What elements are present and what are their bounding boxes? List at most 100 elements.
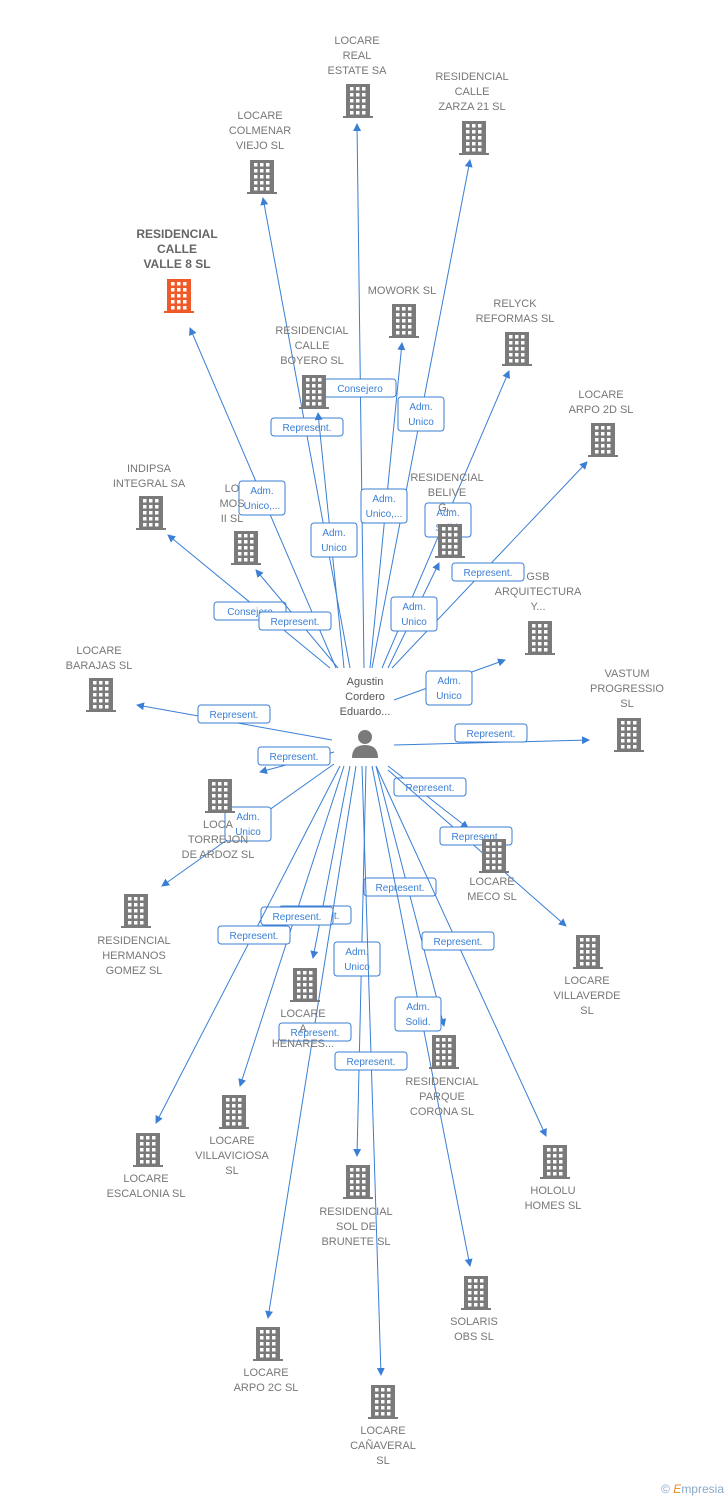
edge-locare-escalonia[interactable]: Represent.: [155, 765, 341, 1124]
edge-label-box: [258, 611, 332, 631]
edge-locare-barajas[interactable]: Represent.: [136, 702, 333, 741]
edge-locare-colmenar-viejo[interactable]: Represent.: [260, 197, 351, 669]
edge-residencial-belive[interactable]: Adm. Unico: [387, 562, 440, 669]
edge-locare-mostoles[interactable]: Represent.: [255, 569, 339, 669]
edge-mowork[interactable]: Adm.Unico,...: [360, 342, 408, 669]
edge-locare-villaviciosa[interactable]: Represent.: [238, 765, 345, 1087]
edge-label-box: [363, 877, 437, 897]
edge-residencial-calle-zarza[interactable]: Adm. Unico: [371, 159, 473, 669]
edge-label: Unico,...: [244, 501, 281, 512]
company-name-line: LOCA: [203, 819, 234, 831]
company-name-line: SL: [225, 1165, 238, 1177]
edge-label: Represent.: [434, 937, 483, 948]
building-icon: [479, 839, 509, 873]
copyright-icon: ©: [661, 1482, 670, 1496]
company-name-line: OBS SL: [454, 1331, 494, 1343]
company-name-line: LOCARE: [123, 1173, 168, 1185]
edge-locare-torrejon[interactable]: Represent.: [257, 746, 335, 775]
edge-label: Adm.: [402, 602, 425, 613]
company-name-line: REFORMAS SL: [476, 313, 555, 325]
edge-locare-canaveral[interactable]: Represent.: [334, 765, 408, 1376]
edge-label-box: [238, 480, 286, 516]
building-icon: [219, 1095, 249, 1129]
building-icon: [461, 1276, 491, 1310]
edge-residencial-sol-de-brunete[interactable]: Adm.Unico: [333, 765, 381, 1157]
empresia-credit[interactable]: © Empresia: [661, 1482, 724, 1496]
company-name-line: SL: [580, 1005, 593, 1017]
center-person[interactable]: Agustin Cordero Eduardo...: [340, 676, 391, 758]
edge-label-box: [454, 723, 528, 743]
building-icon: [343, 1165, 373, 1199]
edge-label: Represent.: [452, 832, 501, 843]
company-name-line: HERMANOS: [102, 950, 166, 962]
company-node-mowork[interactable]: MOWORK SL: [368, 285, 436, 338]
center-label-line-2: Cordero: [345, 691, 385, 703]
edge-label: Unico: [408, 417, 434, 428]
company-name-line: ARQUITECTURA: [495, 586, 582, 598]
edge-label: Unico: [401, 617, 427, 628]
company-name-line: LOCARE: [564, 975, 609, 987]
company-node-locare-alcala-henares[interactable]: LOCAREAHENARES...: [272, 968, 334, 1050]
company-name-line: RESIDENCIAL: [319, 1206, 392, 1218]
edge-label: Adm.: [236, 812, 259, 823]
edge-label: Adm.: [437, 676, 460, 687]
company-name-line: MOS: [219, 498, 244, 510]
company-node-gsb-arquitectura[interactable]: GSBARQUITECTURAY...: [495, 571, 582, 655]
edge-residencial-parque-corona[interactable]: Represent.: [363, 765, 447, 1027]
edge-hololu-homes[interactable]: Represent.: [375, 765, 547, 1137]
edge-gsb-arquitectura[interactable]: Adm.Unico: [393, 658, 506, 706]
edge-label: Consejero: [337, 384, 383, 395]
edge-locare-arpo-2c[interactable]: Represent.: [265, 765, 357, 1319]
building-icon: [86, 678, 116, 712]
building-icon: [136, 496, 166, 530]
company-node-residencial-belive[interactable]: RESIDENCIALBELIVEG...: [410, 472, 484, 558]
company-name-line: LOCARE: [209, 1135, 254, 1147]
center-label-line-3: Eduardo...: [340, 706, 391, 718]
edge-label: Adm.: [322, 528, 345, 539]
edge-label: Adm.: [250, 486, 273, 497]
edge-label-box: [360, 488, 408, 524]
company-name-line: A: [299, 1023, 307, 1035]
edge-locare-arpo-2d[interactable]: Represent.: [391, 461, 588, 669]
edge-residencial-hermanos-gomez[interactable]: Adm.Unico: [161, 763, 335, 887]
edge-label-box: [197, 704, 271, 724]
edge-label-box: [334, 1051, 408, 1071]
edge-label-box: [278, 1022, 352, 1042]
edge-vastum-progressio[interactable]: Represent.: [393, 723, 590, 746]
edge-residencial-calle-boyero[interactable]: Adm. Unico: [310, 412, 358, 669]
edge-label: Unico: [344, 962, 370, 973]
company-name-line: BOYERO SL: [280, 355, 344, 367]
company-name-line: BARAJAS SL: [66, 660, 133, 672]
edge-solaris-obs[interactable]: Adm.Solid.: [371, 765, 473, 1267]
edge-label: Represent.: [273, 912, 322, 923]
company-name-line: CALLE: [295, 340, 330, 352]
edge-residencial-calle-valle[interactable]: Adm. Unico,...: [189, 327, 337, 669]
edge-label-box: [421, 931, 495, 951]
edge-label: Unico: [321, 543, 347, 554]
edge-locare-real-estate[interactable]: Consejero: [323, 123, 397, 669]
building-icon: [299, 375, 329, 409]
